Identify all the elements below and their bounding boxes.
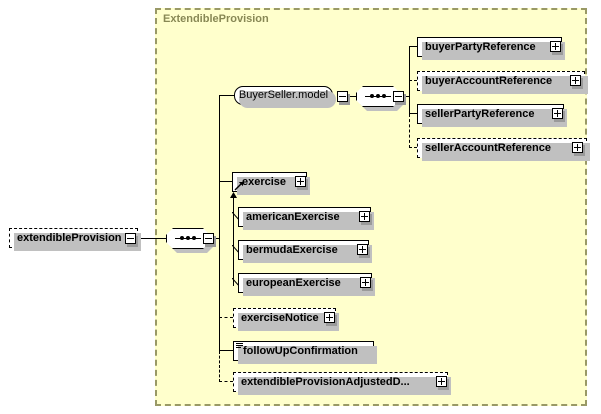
box-shadow bbox=[14, 233, 141, 251]
box-shadow bbox=[237, 177, 310, 195]
box-shadow bbox=[422, 76, 588, 94]
branch-line-extendible-provision-adjusted bbox=[219, 381, 233, 382]
branch-line-seller-party-reference bbox=[409, 113, 417, 114]
expand-toggle-exercise[interactable] bbox=[295, 176, 306, 187]
element-american-exercise[interactable]: americanExercise bbox=[238, 207, 374, 230]
expand-toggle-buyer-party-reference[interactable] bbox=[550, 41, 561, 52]
model-group-buyerseller[interactable]: BuyerSeller.model bbox=[234, 86, 336, 108]
expand-toggle-extendible-provision-adjusted[interactable] bbox=[436, 376, 447, 387]
element-label: americanExercise bbox=[246, 210, 340, 223]
element-follow-up-confirmation[interactable]: followUpConfirmation bbox=[233, 341, 377, 364]
element-bermuda-exercise[interactable]: bermudaExercise bbox=[238, 240, 372, 263]
substitution-trunk bbox=[233, 196, 234, 286]
element-european-exercise[interactable]: europeanExercise bbox=[238, 273, 375, 296]
box-shadow bbox=[238, 377, 451, 395]
collapse-toggle-sequence[interactable] bbox=[203, 233, 214, 244]
collapse-toggle-root[interactable] bbox=[125, 233, 136, 244]
element-seller-account-reference[interactable]: sellerAccountReference bbox=[417, 138, 590, 161]
expand-toggle-american-exercise[interactable] bbox=[359, 211, 370, 222]
trunk-upper bbox=[219, 95, 220, 239]
element-exercise[interactable]: exercise bbox=[232, 172, 310, 195]
branch-line-exercise bbox=[219, 181, 232, 182]
inner-trunk-dashed bbox=[409, 114, 410, 148]
box-shadow bbox=[239, 91, 336, 108]
box-shadow bbox=[422, 143, 590, 161]
branch-line-buyer-account-reference bbox=[409, 80, 417, 81]
box-shadow bbox=[238, 346, 377, 364]
branch-line-buyer-party-reference bbox=[409, 46, 417, 47]
box-shadow bbox=[243, 245, 372, 263]
collapse-toggle-buyerseller[interactable] bbox=[337, 91, 348, 102]
element-extendible-provision-adjusted[interactable]: extendibleProvisionAdjustedD... bbox=[233, 372, 451, 395]
substitution-arrow-icon bbox=[234, 182, 243, 191]
sequence-dot bbox=[180, 236, 184, 240]
branch-line-buyerseller bbox=[219, 95, 234, 96]
sequence-connector-root[interactable] bbox=[166, 228, 214, 253]
element-exercise-notice[interactable]: exerciseNotice bbox=[233, 308, 339, 331]
box-shadow bbox=[243, 212, 374, 230]
element-label: sellerAccountReference bbox=[425, 141, 551, 154]
box-shadow bbox=[243, 278, 375, 296]
connector-inner-sequence-out bbox=[404, 96, 410, 97]
branch-line-seller-account-reference bbox=[409, 147, 417, 148]
sequence-dot bbox=[192, 236, 196, 240]
element-label: europeanExercise bbox=[246, 276, 341, 289]
element-label: exercise bbox=[242, 175, 287, 188]
expand-toggle-seller-party-reference[interactable] bbox=[552, 108, 563, 119]
sequence-dot bbox=[186, 236, 190, 240]
sequence-dot bbox=[370, 94, 374, 98]
element-label: bermudaExercise bbox=[246, 243, 338, 256]
sequence-dot bbox=[376, 94, 380, 98]
collapse-toggle-buyerseller-sequence[interactable] bbox=[393, 91, 404, 102]
group-panel-label: ExtendibleProvision bbox=[163, 13, 269, 25]
element-label: sellerPartyReference bbox=[425, 107, 535, 120]
connector-buyerseller-to-sequence bbox=[348, 96, 356, 97]
element-seller-party-reference[interactable]: sellerPartyReference bbox=[417, 104, 567, 127]
sequence-dot bbox=[382, 94, 386, 98]
box-shadow bbox=[238, 313, 339, 331]
element-extendible-provision[interactable]: extendibleProvision bbox=[9, 228, 141, 251]
expand-toggle-buyer-account-reference[interactable] bbox=[570, 75, 581, 86]
expand-toggle-seller-account-reference[interactable] bbox=[572, 142, 583, 153]
element-label: followUpConfirmation bbox=[243, 344, 358, 357]
box-shadow bbox=[422, 109, 567, 127]
connector-sequence-out bbox=[214, 238, 220, 239]
element-label: extendibleProvision bbox=[17, 231, 122, 244]
expand-toggle-european-exercise[interactable] bbox=[360, 277, 371, 288]
connector-root-to-sequence bbox=[136, 238, 166, 239]
simple-type-icon bbox=[236, 343, 243, 351]
element-label: exerciseNotice bbox=[241, 311, 319, 324]
element-buyer-account-reference[interactable]: buyerAccountReference bbox=[417, 71, 588, 94]
trunk-lower bbox=[219, 238, 220, 351]
trunk-tail-dashed bbox=[219, 351, 220, 382]
branch-line-follow-up-confirmation bbox=[219, 350, 233, 351]
box-shadow bbox=[422, 42, 565, 60]
element-label: buyerAccountReference bbox=[425, 74, 553, 87]
element-buyer-party-reference[interactable]: buyerPartyReference bbox=[417, 37, 565, 60]
element-label: buyerPartyReference bbox=[425, 40, 536, 53]
model-group-label: BuyerSeller.model bbox=[238, 89, 329, 101]
substitution-up-arrow-icon bbox=[230, 192, 237, 198]
branch-line-exercise-notice bbox=[219, 317, 233, 318]
expand-toggle-exercise-notice[interactable] bbox=[324, 312, 335, 323]
element-label: extendibleProvisionAdjustedD... bbox=[241, 375, 410, 388]
expand-toggle-bermuda-exercise[interactable] bbox=[357, 244, 368, 255]
